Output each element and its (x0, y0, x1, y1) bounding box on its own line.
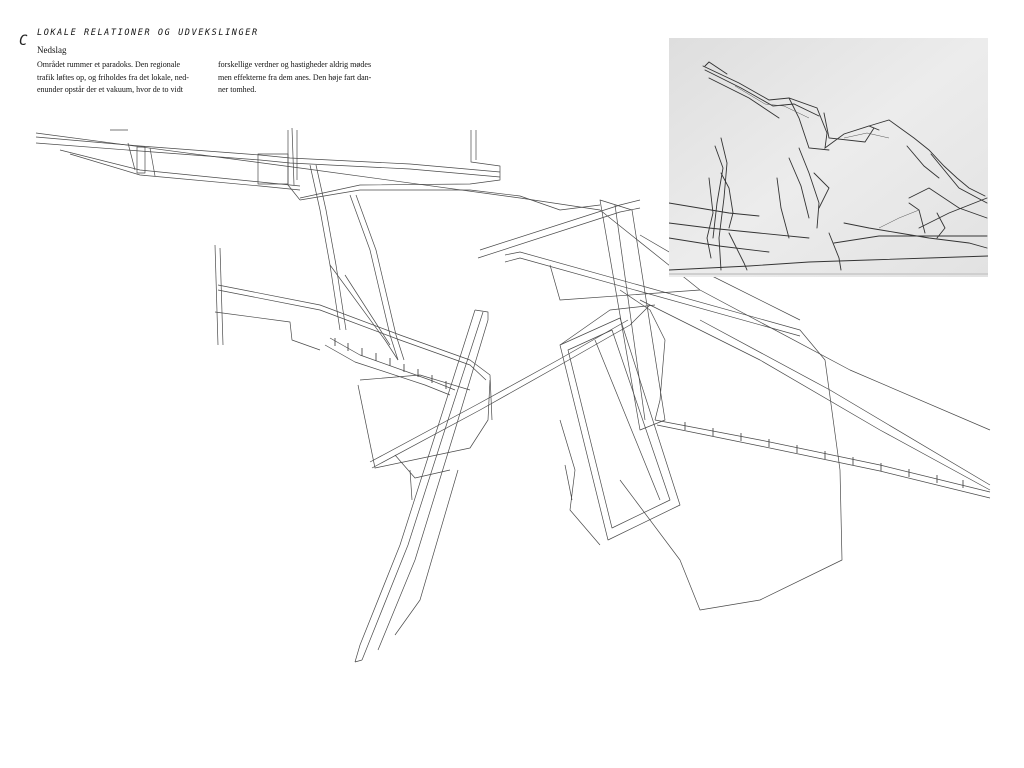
large-open-plate (504, 234, 843, 611)
body-text-line: men effekterne fra dem anes. Den høje fa… (218, 72, 372, 82)
pencil-sketch-drawing (669, 38, 988, 277)
body-text-column-1: Området rummer et paradoks. Den regional… (37, 59, 212, 97)
upper-road-band (35, 127, 601, 211)
central-structure (214, 164, 493, 501)
body-text-line: ner tomhed. (218, 85, 257, 95)
long-diagonal-axis (35, 132, 991, 469)
diagonal-ramp (354, 309, 489, 663)
left-band-ticks (334, 338, 447, 389)
body-text-line: enunder opstår der et vakuum, hvor de to… (37, 85, 183, 95)
section-letter: C (19, 33, 28, 49)
rotated-volumes (559, 199, 681, 546)
subheading: Nedslag (37, 45, 67, 55)
section-title: LOKALE RELATIONER OG UDVEKSLINGER (37, 28, 259, 38)
pencil-sketch-photo (669, 38, 988, 277)
body-text-column-2: forskellige verdner og hastigheder aldri… (218, 59, 393, 97)
body-text-line: Området rummer et paradoks. Den regional… (37, 60, 181, 69)
right-band-ticks (684, 422, 964, 488)
body-text-line: trafik løftes op, og friholdes fra det l… (37, 72, 189, 82)
body-text-line: forskellige verdner og hastigheder aldri… (218, 60, 372, 69)
right-band (639, 299, 991, 499)
